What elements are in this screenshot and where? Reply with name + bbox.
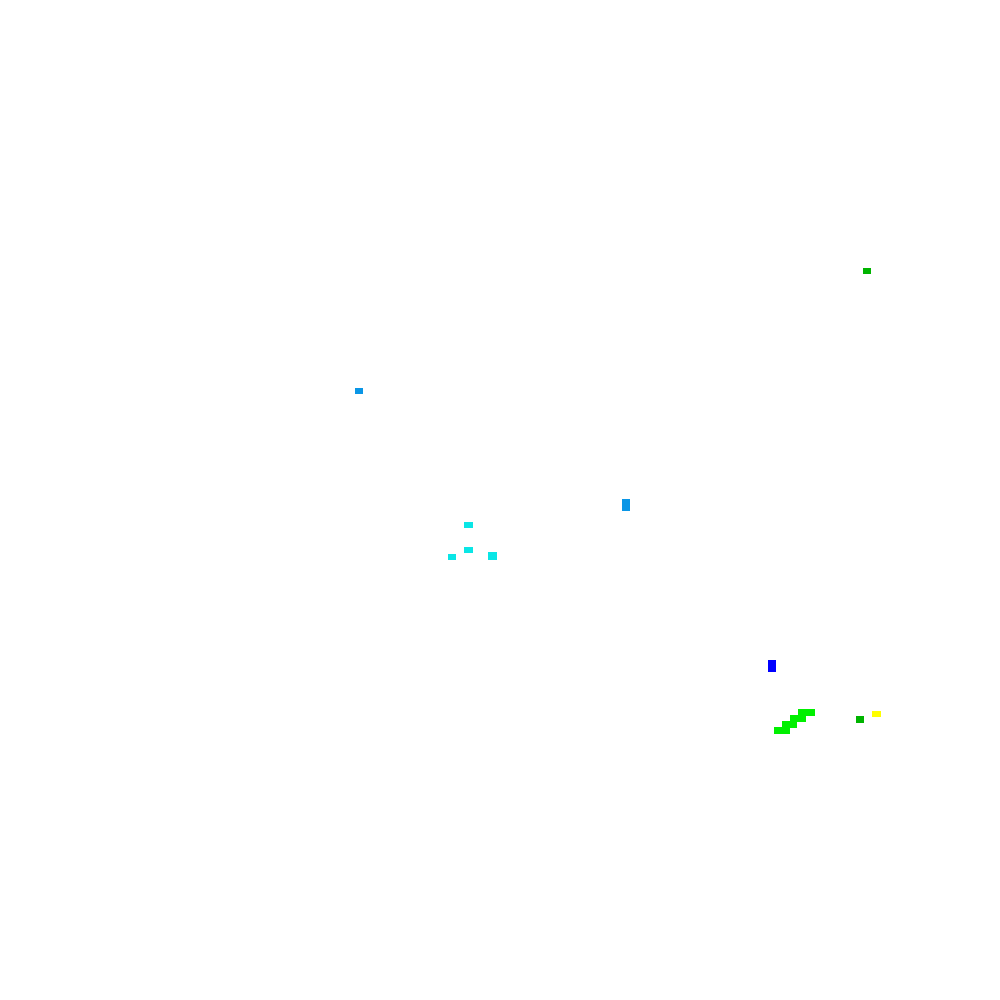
cyan-blob (464, 547, 473, 553)
cyan-blob (464, 522, 473, 528)
yellow-blob (872, 711, 881, 717)
cyan-blob (448, 554, 456, 560)
bright-green-blob (790, 715, 806, 722)
bright-green-blob (782, 721, 797, 728)
bright-green-blob (774, 727, 790, 734)
cyan-blob (488, 552, 497, 560)
dark-green-blob (856, 716, 864, 723)
sky-blue-blob (355, 388, 363, 394)
dark-green-blob (863, 268, 871, 274)
bright-green-blob (798, 709, 815, 716)
sky-blue-blob (622, 499, 630, 511)
blue-blob (768, 660, 776, 672)
